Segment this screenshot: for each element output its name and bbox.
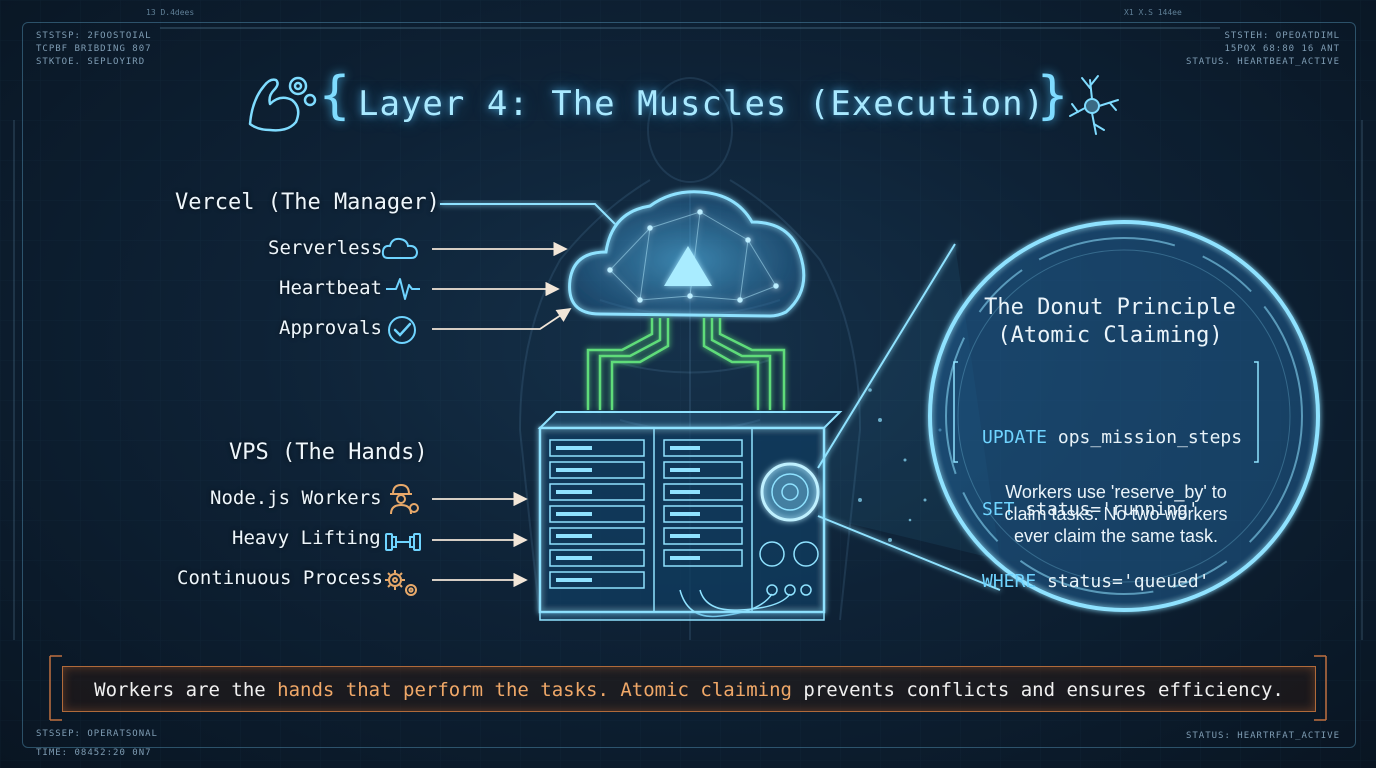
- hands-heading: VPS (The Hands): [229, 440, 428, 465]
- corner-bottom-left: STSSEP: OPERATSONAL TIME: 08452:20 0N7: [36, 728, 158, 760]
- sql-keyword: WHERE: [982, 571, 1037, 592]
- manager-item-heartbeat: Heartbeat: [279, 277, 382, 299]
- gears-icon: [385, 570, 417, 596]
- donut-title-line: The Donut Principle: [984, 295, 1236, 320]
- banner-part: Workers are the: [94, 679, 278, 701]
- corner-text: STSTSP: 2FOOSTOIAL: [36, 31, 152, 41]
- sql-text: ops_mission_steps: [1047, 427, 1243, 448]
- donut-title-line: (Atomic Claiming): [997, 323, 1223, 348]
- hands-item-lifting: Heavy Lifting: [232, 527, 381, 549]
- manager-item-serverless: Serverless: [268, 237, 383, 259]
- banner-box: Workers are the hands that perform the t…: [62, 666, 1316, 712]
- banner-part: [609, 679, 620, 701]
- neuron-icon: [1069, 75, 1119, 135]
- banner-part: prevents conflicts and ensures efficienc…: [791, 679, 1284, 701]
- hands-item-workers: Node.js Workers: [210, 487, 382, 509]
- sql-text: status='queued': [1036, 571, 1210, 592]
- check-circle-icon: [388, 316, 416, 344]
- heartbeat-icon: [386, 278, 420, 300]
- corner-text: 15POX 68:80 16 ANT: [1224, 44, 1340, 54]
- corner-text: STKTOE. SEPLOYIRD: [36, 57, 146, 67]
- sql-keyword: UPDATE: [982, 427, 1048, 448]
- right-brace: }: [1036, 66, 1070, 126]
- top-tick-left: 13 D.4dees: [146, 8, 195, 17]
- corner-text: TCPBF BRIBDING 807: [36, 44, 152, 54]
- donut-desc-line: claim tasks. No two workers: [1004, 504, 1228, 524]
- manager-item-approvals: Approvals: [279, 317, 382, 339]
- donut-lens: [928, 220, 1320, 612]
- corner-top-left: STSTSP: 2FOOSTOIAL TCPBF BRIBDING 807 ST…: [36, 30, 152, 69]
- hands-connectors: [432, 453, 540, 588]
- corner-text: STATUS. HEARTBEAT_ACTIVE: [1185, 57, 1340, 67]
- corner-text: TIME: 08452:20 0N7: [36, 748, 152, 758]
- muscle-arm-icon: [248, 76, 317, 132]
- manager-heading: Vercel (The Manager): [175, 190, 440, 215]
- cloud-icon: [381, 237, 419, 259]
- title-block: { Layer 4: The Muscles (Execution) }: [240, 62, 1120, 152]
- sql-code-block: UPDATE ops_mission_steps SET status='run…: [982, 378, 1242, 642]
- sql-text: status='running': [1014, 499, 1199, 520]
- banner-deco: [49, 655, 1327, 721]
- sql-keyword: SET: [982, 499, 1015, 520]
- left-brace: {: [318, 66, 352, 126]
- green-wires: [586, 318, 786, 410]
- side-rulers: [13, 120, 1363, 640]
- top-tick-right: X1 X.S 144ee: [1124, 8, 1182, 17]
- hands-item-process: Continuous Process: [177, 567, 383, 589]
- page-title: Layer 4: The Muscles (Execution): [358, 84, 1046, 124]
- worker-icon: [390, 483, 419, 515]
- server-rack: [537, 411, 843, 621]
- cloud-graphic: [568, 190, 806, 318]
- banner-highlight: Atomic claiming: [620, 679, 792, 701]
- banner-highlight: hands that perform the tasks.: [277, 679, 609, 701]
- dumbbell-icon: [385, 533, 421, 551]
- corner-top-right: STSTEH: OPEOATDIML 15POX 68:80 16 ANT ST…: [1186, 30, 1340, 69]
- corner-text: STSSEP: OPERATSONAL: [36, 729, 158, 739]
- donut-desc-line: Workers use 'reserve_by' to: [1005, 482, 1227, 502]
- corner-text: STSTEH: OPEOATDIML: [1224, 31, 1340, 41]
- donut-title: The Donut Principle (Atomic Claiming): [970, 294, 1250, 350]
- donut-description: Workers use 'reserve_by' to claim tasks.…: [970, 481, 1262, 547]
- manager-connectors: [432, 203, 616, 330]
- summary-banner: Workers are the hands that perform the t…: [50, 656, 1326, 720]
- banner-text: Workers are the hands that perform the t…: [63, 679, 1315, 701]
- corner-text: STATUS: HEARTRFAT_ACTIVE: [1185, 731, 1340, 741]
- outer-frame: [22, 22, 1356, 748]
- donut-desc-line: ever claim the same task.: [1013, 526, 1219, 546]
- corner-bottom-right: STATUS: HEARTRFAT_ACTIVE: [1186, 730, 1340, 743]
